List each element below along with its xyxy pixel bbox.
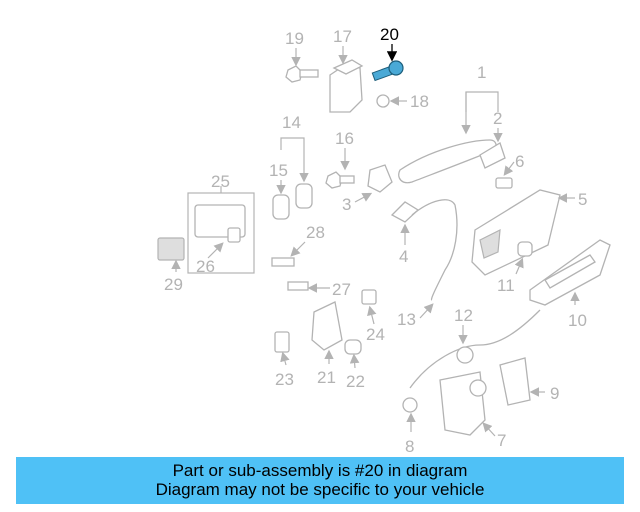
callout-26: 26 [196,257,215,276]
part-24-bolt [361,289,377,325]
callout-15: 15 [269,161,288,180]
callout-25: 25 [211,172,230,191]
callout-20: 20 [380,25,399,44]
part-19-bolt [285,48,319,83]
part-10-inner-handle [529,239,611,306]
part-17-bracket [329,46,364,113]
part-16-bolt [325,148,355,189]
callout-9: 9 [550,384,559,403]
callout-5: 5 [578,190,587,209]
part-25-checker-assembly [187,186,255,274]
callout-18: 18 [410,92,429,111]
part-22-cap [344,339,362,369]
caption-line-disclaimer: Diagram may not be specific to your vehi… [155,480,485,499]
part-18-clip [376,94,407,108]
callout-17: 17 [333,27,352,46]
caption-banner: Part or sub-assembly is #20 in diagram D… [16,457,624,504]
part-4-13-cable [390,199,458,319]
callout-10: 10 [568,311,587,330]
part-27-bolt [287,281,330,293]
part-6-bolt [495,161,515,189]
part-23-bolt [274,331,290,366]
callout-29: 29 [164,275,183,294]
callout-19: 19 [285,29,304,48]
callout-24: 24 [366,325,385,344]
callout-12: 12 [454,306,473,325]
part-12-cable [409,309,541,389]
callout-27: 27 [332,280,351,299]
caption-line-part: Part or sub-assembly is #20 in diagram [172,461,468,480]
callout-3: 3 [342,195,351,214]
part-1-outer-handle [398,91,506,184]
callout-23: 23 [275,370,294,389]
part-11-clip [514,241,533,275]
callout-14: 14 [282,113,301,132]
parts-diagram: 20 19 17 18 1 2 14 16 6 15 25 5 3 28 4 2… [157,25,611,456]
callout-11: 11 [497,276,515,295]
part-20-bolt-highlighted [371,44,404,82]
callout-16: 16 [335,129,354,148]
part-5-panel [471,189,575,276]
part-28-bolt [271,241,306,267]
part-7-latch [439,371,496,437]
callout-13: 13 [397,310,416,329]
callout-1: 1 [477,63,486,82]
callout-28: 28 [306,223,325,242]
callout-21: 21 [317,368,336,387]
part-29-block [157,237,185,272]
callout-2: 2 [493,109,502,128]
part-9-bracket [499,357,545,406]
part-3-cover [354,164,393,203]
callout-4: 4 [399,247,408,266]
part-8-bolt [402,397,418,432]
callout-8: 8 [405,437,414,456]
part-21-bracket [311,301,343,364]
callout-6: 6 [515,152,524,171]
part-14-hinge-set [272,137,313,220]
callout-22: 22 [346,372,365,391]
callout-7: 7 [497,431,506,450]
